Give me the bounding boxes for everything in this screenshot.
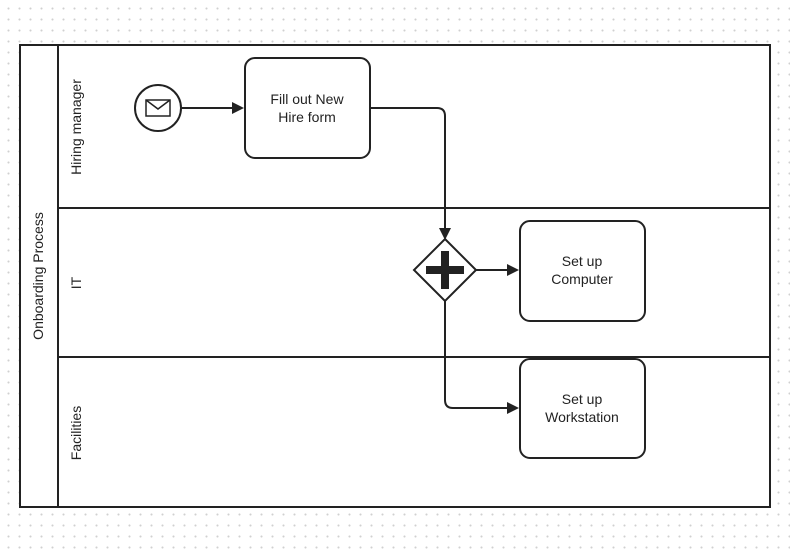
task-fill-out-new-hire-form[interactable]: Fill out New Hire form: [244, 57, 371, 159]
message-start-event[interactable]: [134, 84, 182, 132]
task-label-line1: Set up: [562, 253, 603, 269]
pool-border: [19, 44, 771, 508]
pool[interactable]: Onboarding Process: [19, 44, 771, 508]
plus-icon: [426, 251, 464, 289]
envelope-icon: [145, 99, 171, 117]
task-set-up-computer[interactable]: Set up Computer: [519, 220, 646, 322]
lane-label-hiring-manager: Hiring manager: [68, 79, 84, 175]
parallel-gateway[interactable]: [412, 237, 478, 303]
task-box: [519, 358, 646, 459]
sequence-flow-gateway-to-workstation[interactable]: [444, 301, 519, 414]
task-label-line2: Hire form: [278, 109, 336, 125]
lane-label-facilities: Facilities: [68, 406, 84, 460]
task-label-line1: Fill out New: [270, 91, 344, 107]
lane-hiring-manager[interactable]: Hiring manager: [68, 79, 84, 175]
lane-it[interactable]: IT: [68, 276, 84, 289]
task-label-line2: Workstation: [545, 409, 619, 425]
pool-label: Onboarding Process: [30, 212, 46, 340]
task-box: [519, 220, 646, 322]
task-label-line1: Set up: [562, 391, 603, 407]
task-box: [244, 57, 371, 159]
lane-facilities[interactable]: Facilities: [68, 406, 84, 460]
task-label-line2: Computer: [551, 271, 613, 287]
task-set-up-workstation[interactable]: Set up Workstation: [519, 358, 646, 459]
lane-label-it: IT: [68, 276, 84, 289]
sequence-flow-form-to-gateway[interactable]: [370, 107, 451, 240]
